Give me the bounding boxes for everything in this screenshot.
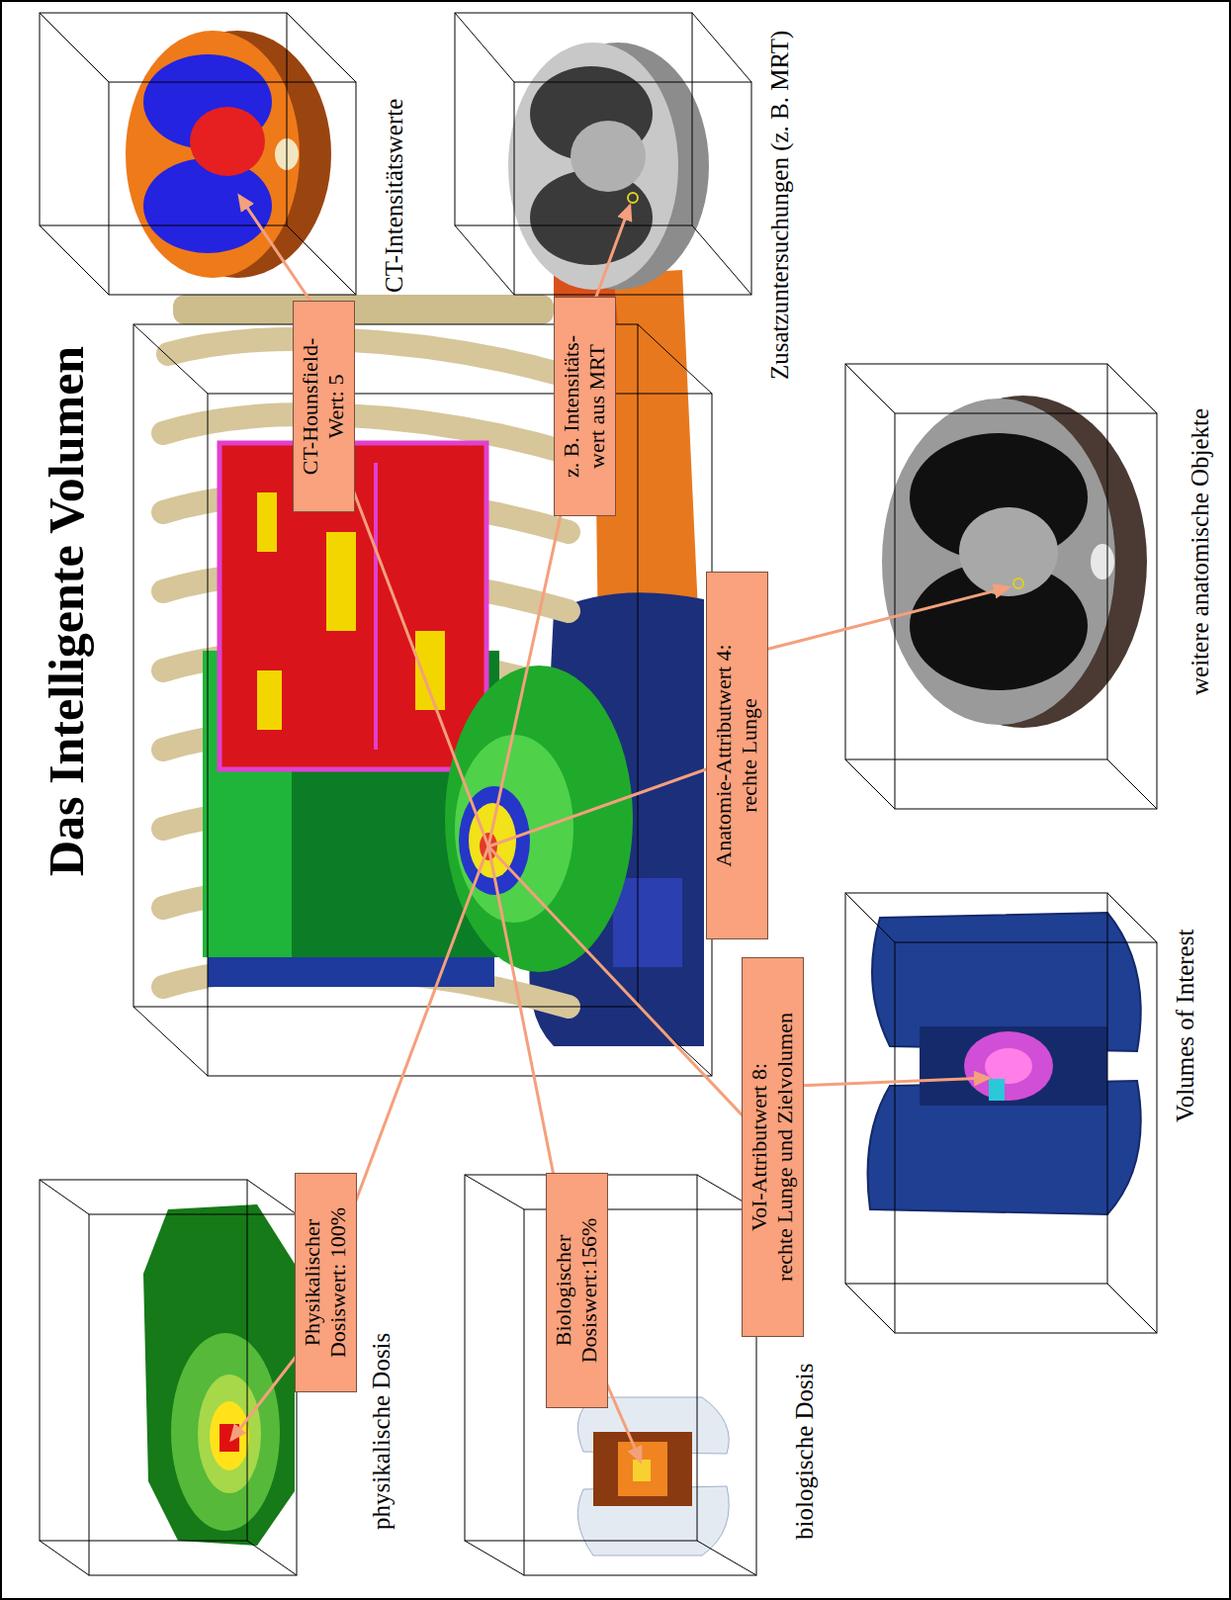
wireframe-cubes-part	[894, 413, 1157, 809]
leader-lines-part	[761, 587, 1009, 651]
wireframe-cubes-part	[454, 12, 693, 226]
ct-image	[125, 30, 332, 278]
voi-image-part	[984, 1048, 1033, 1084]
thorax-illustration-part	[454, 734, 574, 923]
panel-caption: Volumes of Interest	[1171, 929, 1201, 1123]
leader-lines-part	[593, 205, 630, 305]
voi-image-part	[964, 1031, 1054, 1101]
anatomy-image-part	[959, 507, 1058, 597]
anatomy-image-part	[1090, 543, 1115, 580]
thorax-illustration-part	[257, 492, 277, 552]
mrt-image	[508, 42, 709, 290]
panel-caption: Zusatzuntersuchungen (z. B. MRT)	[766, 30, 795, 380]
callout-text: z. B. Intensitäts- wert aus MRT	[558, 335, 612, 478]
callout-box: Biologischer Dosiswert:156%	[545, 1172, 609, 1408]
callout-box: VoI-Attributwert 8: rechte Lunge und Zie…	[741, 957, 804, 1337]
ct-image-part	[189, 106, 265, 176]
thorax-illustration-part	[257, 670, 282, 730]
wireframe-cubes-part	[39, 1179, 248, 1541]
mrt-image-part	[570, 120, 646, 192]
thorax-illustration-part	[326, 531, 356, 631]
thorax-illustration-part	[173, 294, 554, 325]
thorax-illustration-part	[415, 630, 445, 710]
wireframe-cubes	[39, 12, 1157, 1576]
voi-image-part	[988, 1078, 1005, 1101]
wireframe-cubes-part	[133, 324, 712, 1076]
biological-dose-image-part	[632, 1459, 651, 1482]
wireframe-cubes-part	[845, 892, 1157, 1333]
wireframe-cubes-part	[133, 324, 638, 1007]
ct-image-part	[143, 158, 272, 254]
wireframe-cubes-part	[845, 363, 1157, 809]
voi-image-part	[919, 1026, 1108, 1106]
ct-image-part	[125, 30, 300, 278]
panel-caption: weitere anatomische Objekte	[1186, 408, 1216, 696]
thorax-illustration-part	[373, 462, 378, 750]
callout-box: Anatomie-Attributwert 4: rechte Lunge	[705, 571, 769, 940]
callout-box: CT-Hounsfield- Wert: 5	[292, 300, 355, 513]
anatomy-image-part	[881, 398, 1116, 725]
biological-dose-image-part	[617, 1441, 668, 1496]
mrt-image-part	[627, 192, 638, 203]
wireframe-cubes-part	[514, 82, 752, 295]
wireframe-cubes-part	[39, 12, 356, 295]
callout-text: Anatomie-Attributwert 4: rechte Lunge	[710, 643, 764, 867]
panel-caption: physikalische Dosis	[367, 1332, 397, 1530]
callout-text: Biologischer Dosiswert:156%	[550, 1218, 604, 1364]
physical-dose-image-part	[171, 1332, 280, 1531]
wireframe-cubes-part	[39, 1179, 297, 1576]
physical-dose-image-part	[143, 1204, 295, 1546]
biological-dose-image-part	[593, 1431, 693, 1506]
diagram-title: Das Intelligente Volumen	[39, 346, 94, 877]
voi-image	[868, 912, 1142, 1215]
wireframe-cubes-part	[39, 12, 287, 226]
wireframe-cubes-part	[464, 1174, 698, 1541]
physical-dose-image	[143, 1204, 295, 1546]
physical-dose-image-part	[219, 1423, 240, 1452]
callout-box: z. B. Intensitäts- wert aus MRT	[553, 296, 616, 517]
callout-text: CT-Hounsfield- Wert: 5	[297, 338, 351, 476]
biological-dose-image	[577, 1397, 729, 1556]
callout-text: VoI-Attributwert 8: rechte Lunge und Zie…	[746, 1012, 799, 1282]
physical-dose-image-part	[197, 1374, 262, 1494]
wireframe-cubes-part	[845, 363, 1108, 760]
wireframe-cubes-part	[845, 892, 1108, 1284]
wireframe-cubes-part	[464, 1174, 757, 1576]
wireframe-cubes-part	[207, 393, 712, 1076]
panel-caption: CT-Intensitätswerte	[380, 98, 410, 293]
wireframe-cubes-part	[454, 12, 752, 295]
wireframe-cubes-part	[108, 82, 356, 295]
panel-caption: biologische Dosis	[791, 1363, 820, 1540]
thorax-illustration-part	[444, 665, 633, 972]
thorax-illustration-part	[613, 878, 683, 968]
callout-text: Physikalischer Dosiswert: 100%	[299, 1207, 352, 1358]
leader-lines	[231, 195, 1009, 1462]
callout-box: Physikalischer Dosiswert: 100%	[294, 1172, 357, 1393]
anatomy-image-part	[1013, 578, 1024, 589]
leader-lines-part	[795, 1077, 989, 1086]
thorax-illustration-part-part	[168, 339, 559, 374]
thorax-illustration	[163, 269, 704, 1047]
leader-lines-part	[488, 758, 737, 847]
physical-dose-image-part	[209, 1401, 250, 1471]
wireframe-cubes-part	[894, 942, 1157, 1333]
leader-lines-part	[239, 195, 312, 303]
mrt-image-part	[508, 42, 679, 290]
